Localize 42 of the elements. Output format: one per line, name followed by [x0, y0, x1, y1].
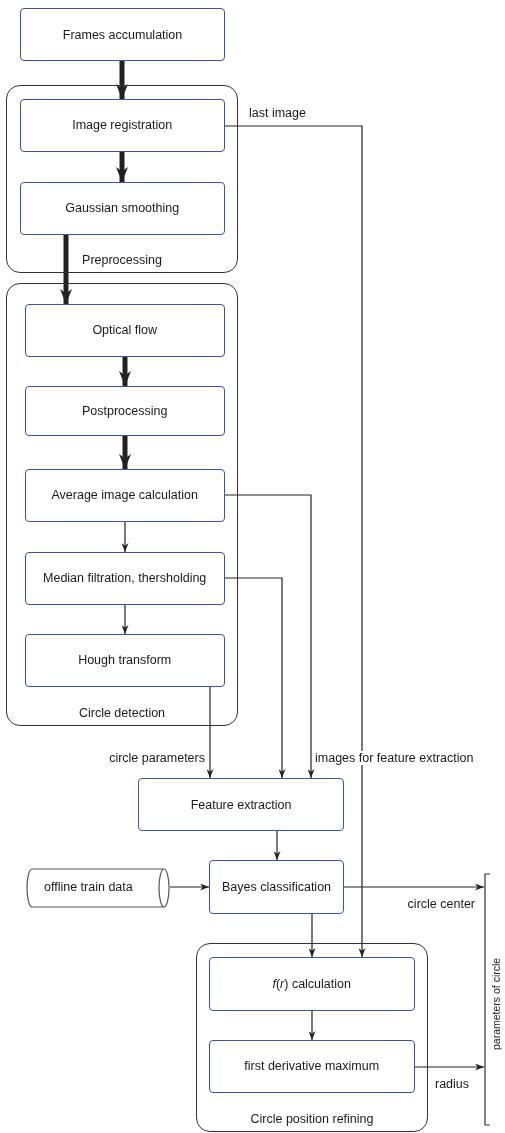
arrow: [206, 686, 214, 779]
process-box: Image registration: [19, 98, 225, 152]
arrow: [116, 61, 128, 99]
arrow: [308, 913, 316, 958]
group-panel: [6, 283, 238, 726]
group-panel: [6, 85, 238, 273]
process-box: first derivative maximum: [208, 1039, 415, 1093]
group-title: Circle detection: [78, 706, 166, 720]
process-box: Average image calculation: [24, 468, 225, 522]
arrow: [121, 521, 129, 553]
arrow: [116, 152, 128, 182]
bracket-label: parameters of circle: [490, 957, 502, 1050]
edge-label: circle parameters: [108, 751, 206, 765]
process-box: Postprocessing: [24, 385, 225, 436]
process-box: Bayes classification: [209, 860, 344, 914]
process-box: Median filtration, thersholding: [24, 551, 225, 605]
edge-label: radius: [434, 1077, 471, 1091]
edge-label: circle center: [406, 897, 476, 911]
arrow: [414, 1063, 485, 1071]
arrow: [119, 357, 131, 386]
arrow: [119, 436, 131, 469]
process-box: Hough transform: [24, 633, 225, 687]
arrow: [224, 494, 315, 779]
edge-label: last image: [248, 106, 307, 120]
arrow: [60, 235, 72, 304]
group-title: Preprocessing: [82, 253, 162, 267]
arrow: [224, 125, 366, 958]
arrow: [121, 604, 129, 635]
process-box: Feature extraction: [138, 778, 344, 831]
edge-label: images for feature extraction: [314, 751, 475, 765]
process-box: f(r) calculation: [208, 956, 415, 1011]
arrow: [343, 883, 485, 891]
arrow: [224, 577, 286, 779]
group-title: Circle position refining: [250, 1112, 374, 1126]
node-label: offline train data: [44, 880, 133, 894]
process-box: Frames accumulation: [20, 8, 225, 61]
process-box: Gaussian smoothing: [19, 181, 225, 235]
arrow: [273, 830, 281, 861]
group-panel: [196, 943, 428, 1132]
arrow: [308, 1010, 316, 1041]
arrow: [169, 883, 210, 891]
process-box: Optical flow: [24, 303, 225, 357]
